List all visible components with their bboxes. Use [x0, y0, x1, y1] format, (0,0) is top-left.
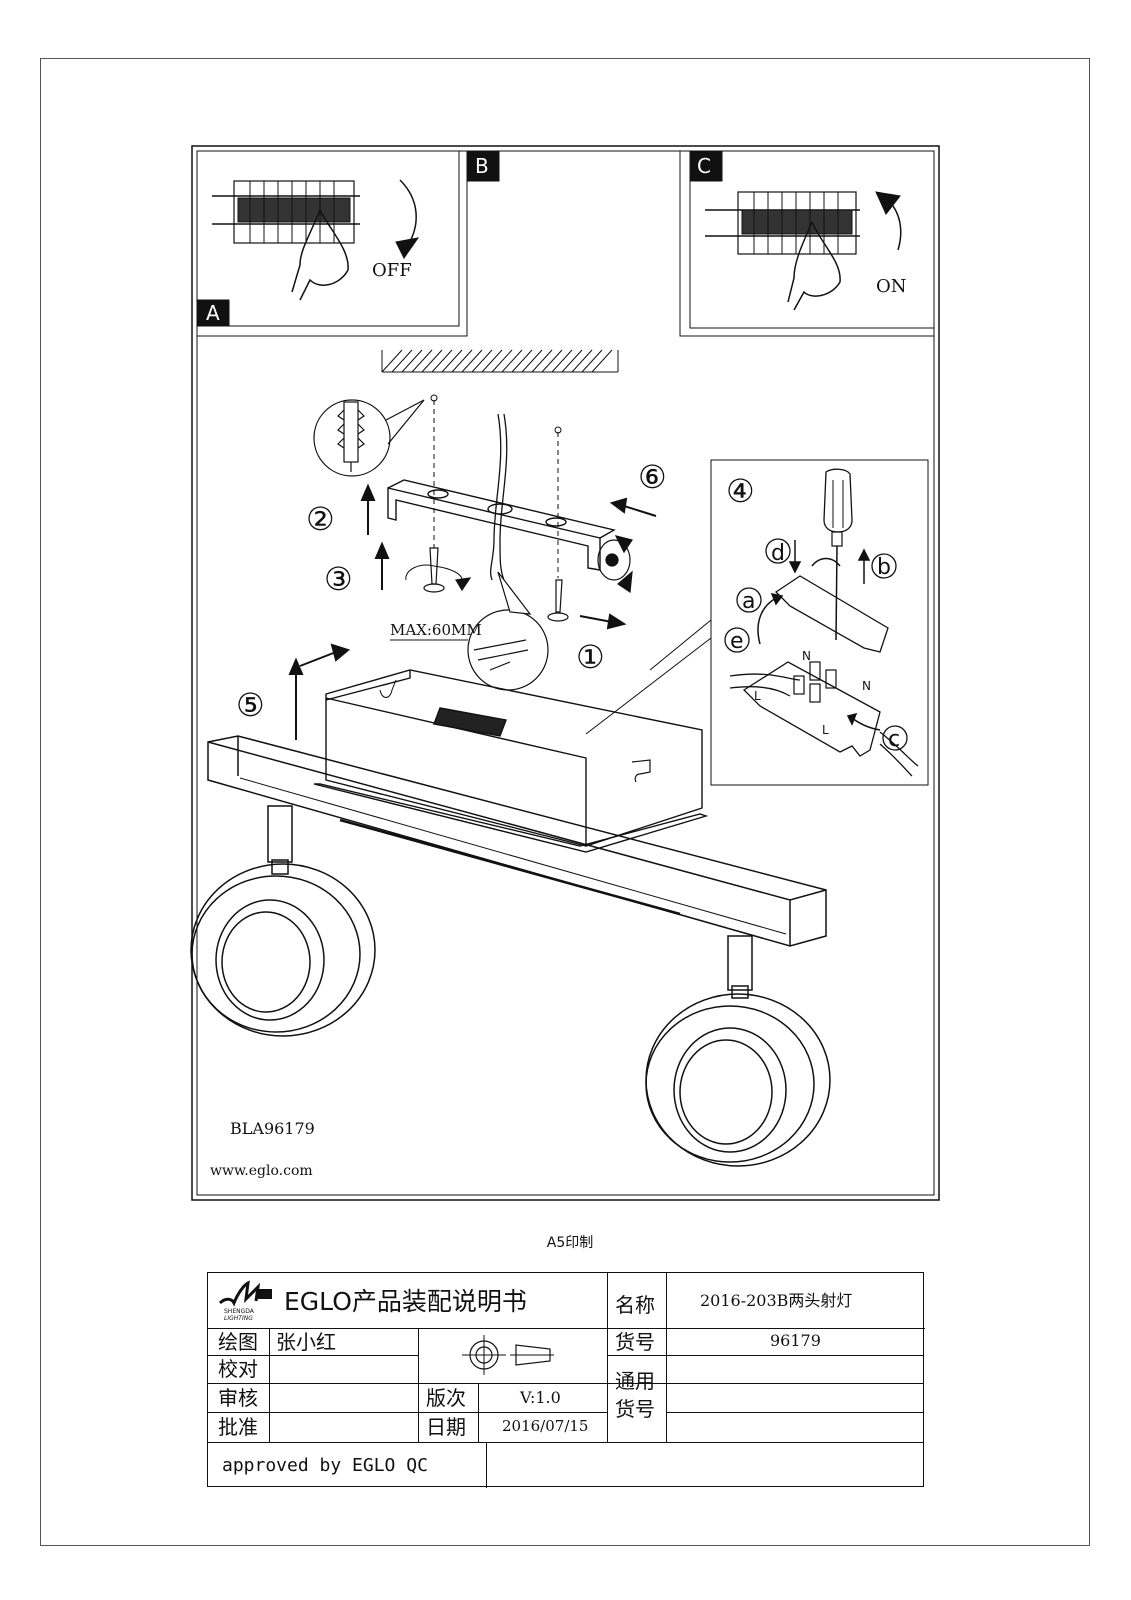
model-code: BLA96179: [230, 1119, 315, 1138]
wall-plug-detail: [313, 399, 425, 477]
screw-left: [405, 547, 472, 593]
approval-note: approved by EGLO QC: [222, 1455, 428, 1476]
version-label: 版次: [426, 1386, 466, 1410]
divider: [607, 1355, 923, 1356]
cable-length-detail: MAX:60MM: [390, 571, 549, 691]
panel-c-switch-on: C ON: [679, 150, 935, 337]
date-label: 日期: [426, 1415, 466, 1439]
company-logo: SHENGDA LIGHTING: [218, 1280, 272, 1322]
step-2-label: ②: [306, 500, 335, 538]
version-value: V:1.0: [520, 1388, 561, 1407]
step-1-label: ①: [576, 638, 605, 676]
print-note: A5印制: [546, 1235, 594, 1251]
item-no-value: 96179: [770, 1331, 821, 1350]
svg-text:SHENGDA: SHENGDA: [224, 1308, 255, 1315]
spot-head-right: [645, 935, 831, 1167]
terminal-mark-n1: N: [802, 649, 811, 663]
general-item-label-1: 通用: [615, 1369, 655, 1393]
step-5-label: ⑤: [236, 686, 265, 724]
terminal-label-e: e: [730, 629, 744, 654]
website-text: www.eglo.com: [210, 1163, 313, 1179]
divider: [486, 1442, 487, 1488]
terminal-label-c: c: [888, 727, 900, 752]
svg-text:LIGHTING: LIGHTING: [224, 1315, 253, 1322]
document-title: EGLO产品装配说明书: [284, 1287, 527, 1316]
panel-b-label: B: [475, 154, 489, 178]
terminal-mark-l2: L: [822, 723, 829, 737]
divider: [208, 1355, 418, 1356]
name-label: 名称: [615, 1293, 655, 1317]
spot-head-left: [190, 805, 376, 1037]
approved-label: 批准: [218, 1415, 258, 1439]
divider: [208, 1383, 923, 1384]
divider: [666, 1273, 667, 1328]
panel-a-switch-off: A B OFF: [196, 150, 500, 337]
switch-on-label: ON: [876, 276, 907, 297]
page-border: [40, 58, 1090, 1546]
terminal-label-a: a: [742, 589, 755, 614]
terminal-mark-l1: L: [754, 689, 761, 703]
panel-c-label: C: [697, 154, 711, 178]
screw-right: [547, 579, 569, 622]
terminal-mark-n2: N: [862, 679, 871, 693]
divider: [666, 1328, 667, 1442]
projection-symbol: [462, 1335, 554, 1375]
divider: [269, 1328, 270, 1442]
light-bar: [207, 735, 827, 947]
divider: [607, 1273, 608, 1442]
step-4-label: ④: [726, 472, 755, 510]
bracket-knob: [597, 535, 633, 594]
divider: [208, 1412, 607, 1413]
switch-off-label: OFF: [372, 260, 412, 281]
divider: [208, 1442, 923, 1443]
divider: [418, 1328, 419, 1442]
title-block: SHENGDA LIGHTING EGLO产品装配说明书 名称 2016-203…: [207, 1272, 925, 1488]
junction-box: [313, 669, 709, 853]
item-no-label: 货号: [615, 1330, 655, 1354]
divider: [666, 1412, 923, 1413]
step-3-label: ③: [324, 560, 353, 598]
drawn-value: 张小红: [276, 1330, 336, 1354]
name-value: 2016-203B两头射灯: [700, 1291, 853, 1310]
checked-label: 校对: [218, 1357, 258, 1381]
terminal-block-detail: d b a e c N N L L: [710, 459, 929, 786]
terminal-label-d: d: [771, 541, 785, 566]
mounting-bracket: [387, 479, 616, 571]
general-item-label-2: 货号: [615, 1397, 655, 1421]
step-6-label: ⑥: [638, 458, 667, 496]
divider: [208, 1328, 925, 1329]
reviewed-label: 审核: [218, 1386, 258, 1410]
date-value: 2016/07/15: [502, 1417, 589, 1435]
terminal-label-b: b: [877, 555, 891, 580]
max-cable-label: MAX:60MM: [390, 621, 482, 639]
drawn-label: 绘图: [218, 1330, 258, 1354]
panel-a-label: A: [206, 301, 220, 325]
ceiling-hatch: [381, 349, 619, 373]
